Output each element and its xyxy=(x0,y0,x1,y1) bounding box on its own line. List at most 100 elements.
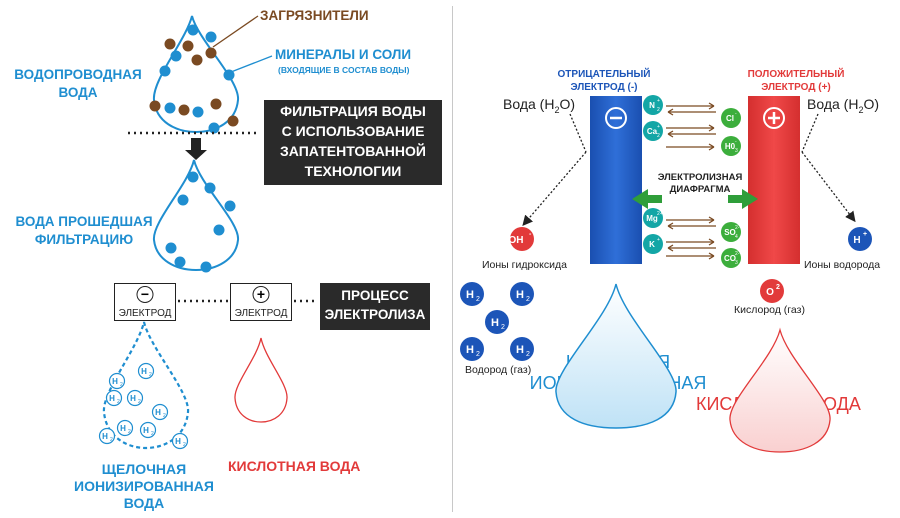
svg-text:+: + xyxy=(657,237,660,243)
mineral-dot xyxy=(205,31,217,43)
svg-text:2: 2 xyxy=(776,284,780,291)
svg-text:H: H xyxy=(516,344,524,356)
svg-text:2: 2 xyxy=(476,351,480,358)
mineral-dot xyxy=(159,65,171,77)
svg-text:H: H xyxy=(109,394,115,403)
svg-text:H: H xyxy=(120,424,126,433)
ion-icon: N+2 xyxy=(643,95,663,115)
pollutants-leader xyxy=(212,15,259,48)
svg-text:Mg: Mg xyxy=(646,214,658,223)
svg-text:2: 2 xyxy=(183,442,186,448)
svg-text:2-: 2- xyxy=(735,251,740,257)
pollutant-dot xyxy=(178,104,190,116)
negative-electrode-bar xyxy=(590,96,642,264)
svg-text:H0: H0 xyxy=(725,142,736,151)
svg-text:2+: 2+ xyxy=(657,211,663,217)
svg-text:2: 2 xyxy=(110,437,113,443)
svg-text:K: K xyxy=(649,240,655,249)
svg-text:H: H xyxy=(112,377,118,386)
mineral-dot xyxy=(187,24,199,36)
svg-text:2: 2 xyxy=(120,382,123,388)
svg-text:2: 2 xyxy=(138,399,141,405)
ion-icon: H0-3 xyxy=(721,136,741,156)
svg-text:SO: SO xyxy=(724,228,736,237)
oxygen-molecule-icon xyxy=(760,279,784,303)
acid-water-label-left: КИСЛОТНАЯ ВОДА xyxy=(228,458,361,474)
positive-electrode-box: + ЭЛЕКТРОД xyxy=(230,283,292,321)
filtration-box: ФИЛЬТРАЦИЯ ВОДЫ С ИСПОЛЬЗОВАНИЕ ЗАПАТЕНТ… xyxy=(264,100,442,185)
svg-text:3: 3 xyxy=(735,148,738,154)
svg-text:2: 2 xyxy=(149,372,152,378)
pollutant-dot xyxy=(191,54,203,66)
svg-text:2: 2 xyxy=(501,324,505,331)
alkaline-water-label-left: ЩЕЛОЧНАЯ ИОНИЗИРОВАННАЯ ВОДА xyxy=(74,461,214,511)
pollutant-dot xyxy=(227,115,239,127)
svg-text:H: H xyxy=(491,317,499,329)
hydrogen-ions-label: Ионы водорода xyxy=(804,259,881,271)
svg-text:2: 2 xyxy=(151,431,154,437)
svg-text:2-: 2- xyxy=(735,225,740,231)
svg-text:H: H xyxy=(175,437,181,446)
svg-text:H: H xyxy=(155,408,161,417)
electrode-label: ЭЛЕКТРОД xyxy=(234,308,288,319)
svg-text:4: 4 xyxy=(735,234,738,240)
svg-text:2: 2 xyxy=(657,133,660,139)
pollutant-dot xyxy=(182,40,194,52)
svg-text:-: - xyxy=(529,231,532,238)
acid-drop-right xyxy=(729,327,831,453)
mineral-dot xyxy=(192,106,204,118)
svg-text:2: 2 xyxy=(128,429,131,435)
svg-text:+: + xyxy=(657,98,660,104)
positive-electrode-label: ПОЛОЖИТЕЛЬНЫЙ ЭЛЕКТРОД (+) xyxy=(747,69,845,93)
ion-icon: Cl- xyxy=(721,108,741,128)
svg-text:H: H xyxy=(516,289,524,301)
plus-icon xyxy=(763,107,785,129)
svg-text:H: H xyxy=(143,426,149,435)
svg-text:+: + xyxy=(657,124,660,130)
alkaline-drop-right xyxy=(555,283,677,429)
minerals-label: МИНЕРАЛЫ И СОЛИ xyxy=(275,47,412,62)
svg-text:H: H xyxy=(102,432,108,441)
mineral-dot xyxy=(164,102,176,114)
svg-text:H: H xyxy=(853,235,860,246)
svg-text:2: 2 xyxy=(526,296,530,303)
hydroxide-ion-icon xyxy=(510,227,534,251)
svg-text:2: 2 xyxy=(526,351,530,358)
svg-text:2: 2 xyxy=(476,296,480,303)
hydrogen-ion-icon xyxy=(848,227,872,251)
water-h2o-right: Вода (H2O) xyxy=(807,96,880,115)
mineral-dot xyxy=(208,122,220,134)
svg-text:H: H xyxy=(466,289,474,301)
svg-text:CO: CO xyxy=(724,254,736,263)
ion-arrows xyxy=(666,102,716,260)
diaphragm-arrow-right-icon xyxy=(728,189,758,209)
pollutant-dot xyxy=(164,38,176,50)
pollutant-dot xyxy=(149,100,161,112)
hydrogen-gas-label: Водород (газ) xyxy=(465,364,532,376)
svg-text:H: H xyxy=(130,394,136,403)
svg-text:N: N xyxy=(649,101,655,110)
minerals-leader xyxy=(230,55,273,73)
minus-icon xyxy=(605,107,627,129)
down-arrow-icon xyxy=(185,138,207,160)
water-h2o-left: Вода (H2O) xyxy=(503,96,576,115)
svg-text:2: 2 xyxy=(117,399,120,405)
svg-text:2: 2 xyxy=(163,413,166,419)
svg-text:H: H xyxy=(141,367,147,376)
pollutants-label: ЗАГРЯЗНИТЕЛИ xyxy=(260,8,369,23)
